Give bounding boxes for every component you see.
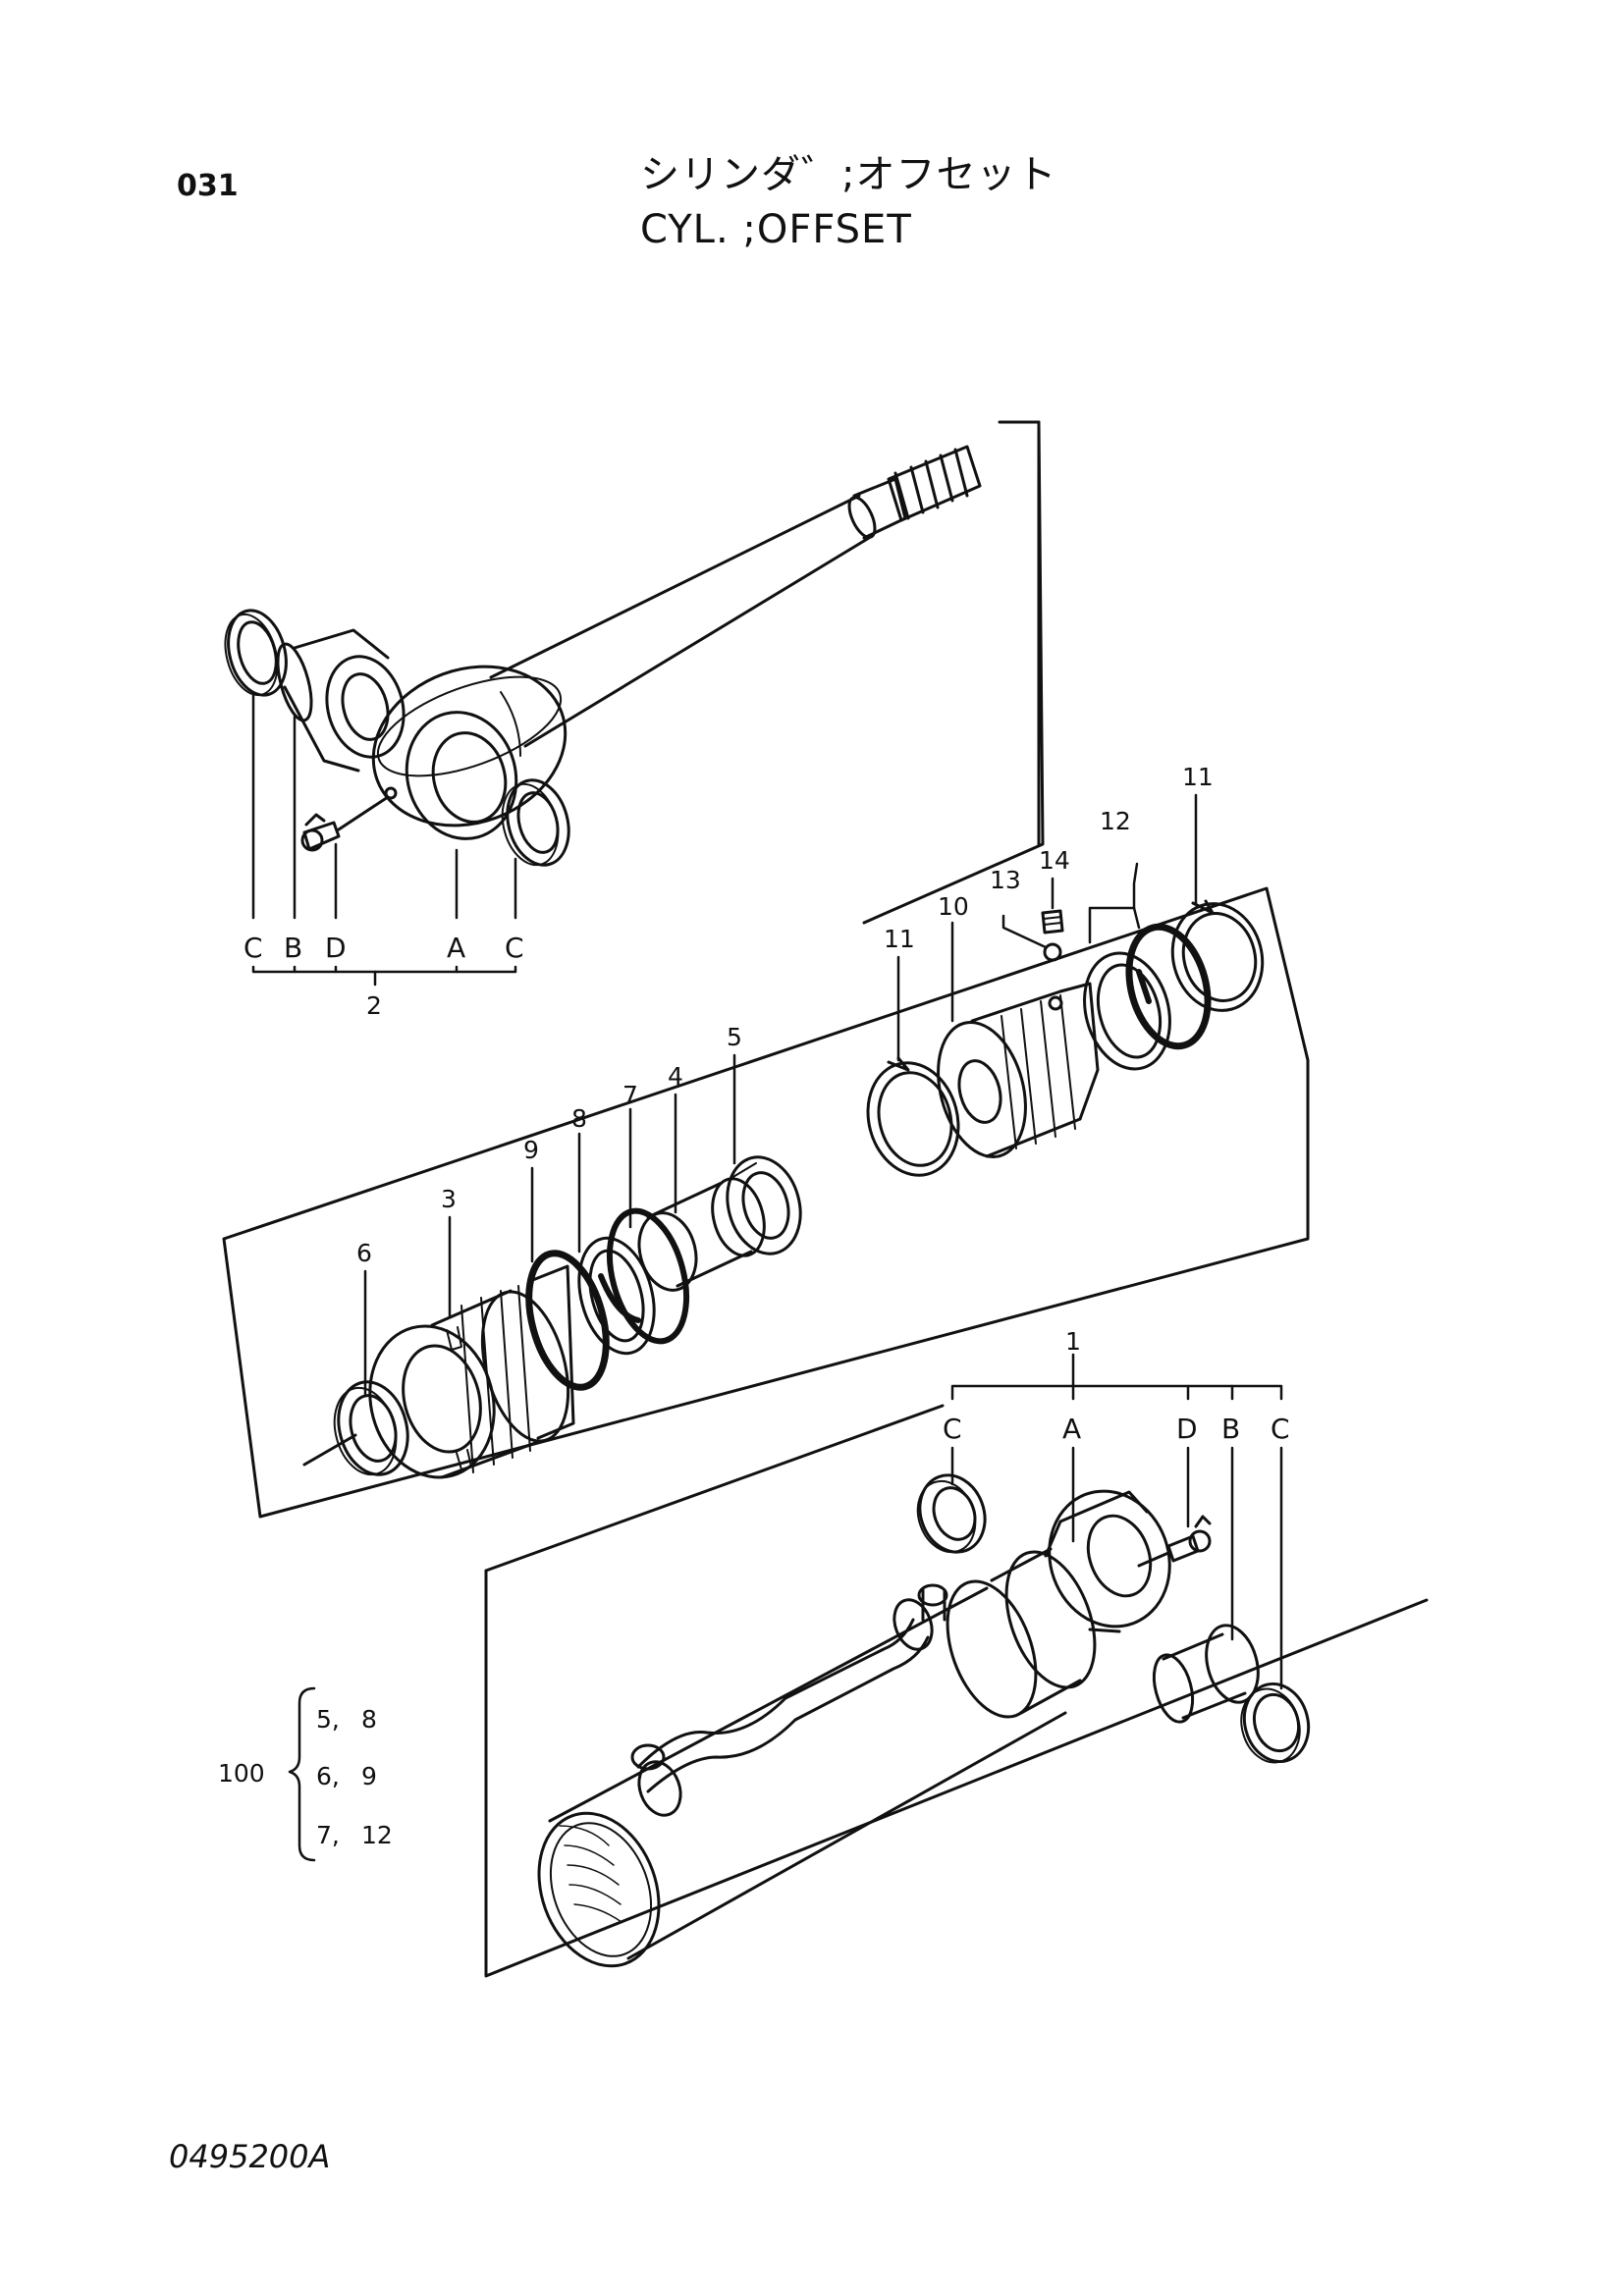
callout-13: 13 xyxy=(990,866,1021,894)
panel-frame-tube xyxy=(484,1404,1429,1978)
middle-callout-labels: 6 3 9 8 7 4 5 11 10 13 14 12 11 xyxy=(356,763,1214,1267)
tube-letter-a: A xyxy=(1062,1413,1081,1445)
tube-group-number: 1 xyxy=(1065,1327,1081,1356)
callout-10: 10 xyxy=(938,892,969,921)
dust-seal-tube-left xyxy=(916,1473,987,1554)
dust-seal-rod-right xyxy=(501,778,570,867)
seal-kit-row-3-b: 12 xyxy=(361,1821,393,1849)
panel-frame-piston xyxy=(222,886,1310,1519)
callout-7: 7 xyxy=(622,1081,638,1109)
callout-9: 9 xyxy=(523,1136,539,1164)
callout-8: 8 xyxy=(571,1104,587,1133)
callout-5: 5 xyxy=(727,1023,742,1051)
ring-11-left xyxy=(866,1056,960,1177)
tube-letter-c-right: C xyxy=(1271,1413,1290,1445)
o-ring-12-backup xyxy=(1125,923,1212,1050)
tube-letter-b: B xyxy=(1221,1413,1240,1445)
page-title: シリンダ゛;オフセット CYL. ;OFFSET xyxy=(640,147,1056,257)
seal-kit-row-2-b: 9 xyxy=(361,1762,377,1790)
dust-seal-5 xyxy=(726,1155,802,1255)
rod-letter-b: B xyxy=(284,932,302,964)
leaders-tube-group xyxy=(950,1353,1283,1690)
tube-group-labels: 1 C A D B C xyxy=(943,1327,1290,1445)
leaders-rod-group xyxy=(251,693,517,987)
callout-4: 4 xyxy=(668,1062,683,1091)
leaders-middle xyxy=(363,793,1198,1396)
rod-group-number: 2 xyxy=(366,991,382,1020)
seal-ring-8 xyxy=(577,1236,656,1356)
seal-kit-row-2-a: 6, xyxy=(316,1762,340,1790)
title-english: CYL. ;OFFSET xyxy=(640,207,912,252)
bushing-tube xyxy=(1152,1624,1260,1724)
tube-letter-d: D xyxy=(1176,1413,1198,1445)
dust-seal-rod-left xyxy=(224,609,288,697)
seal-ring-9 xyxy=(525,1250,610,1391)
seal-ring-12 xyxy=(1083,951,1171,1071)
callout-14: 14 xyxy=(1039,846,1070,875)
seal-kit-number: 100 xyxy=(218,1759,265,1788)
seal-kit-brace xyxy=(288,1686,316,1862)
title-japanese: シリンダ゛;オフセット xyxy=(640,152,1057,197)
bushing-4 xyxy=(637,1177,766,1292)
callout-6: 6 xyxy=(356,1239,372,1267)
rod-letter-c-left: C xyxy=(243,932,263,964)
page-number: 031 xyxy=(177,169,239,203)
set-screw-14 xyxy=(1041,909,1064,934)
seal-kit-row-1-b: 8 xyxy=(361,1705,377,1734)
seal-kit-row-1-a: 5, xyxy=(316,1705,340,1734)
rod-group-labels: C B D A C 2 xyxy=(243,932,524,1020)
seal-kit-row-3-a: 7, xyxy=(316,1821,340,1849)
seal-kit-labels: 100 5, 8 6, 9 7, 12 xyxy=(218,1705,393,1849)
rod-letter-d: D xyxy=(325,932,347,964)
dust-seal-tube-right xyxy=(1240,1682,1311,1764)
cylinder-tube xyxy=(537,1489,1171,1968)
piston-10 xyxy=(937,982,1100,1158)
hydraulic-pipe xyxy=(630,1583,948,1817)
piston-rod xyxy=(371,445,982,840)
tube-letter-c-left: C xyxy=(943,1413,962,1445)
drawing-code: 0495200A xyxy=(169,2138,331,2175)
grease-nipple-tube xyxy=(1137,1515,1212,1568)
rod-letter-a: A xyxy=(447,932,465,964)
rod-letter-c-right: C xyxy=(505,932,524,964)
steel-ball-13 xyxy=(1043,942,1062,962)
callout-12: 12 xyxy=(1100,807,1131,835)
callout-11-right: 11 xyxy=(1182,763,1214,791)
callout-3: 3 xyxy=(441,1185,457,1213)
panel-frame-rod xyxy=(862,420,1045,925)
bushing-rod xyxy=(276,628,406,773)
wear-ring-gland xyxy=(302,1380,409,1476)
ring-11-right xyxy=(1170,899,1265,1012)
grease-nipple-rod xyxy=(300,795,390,852)
gland-head xyxy=(368,1264,575,1479)
callout-11-left: 11 xyxy=(884,925,915,953)
